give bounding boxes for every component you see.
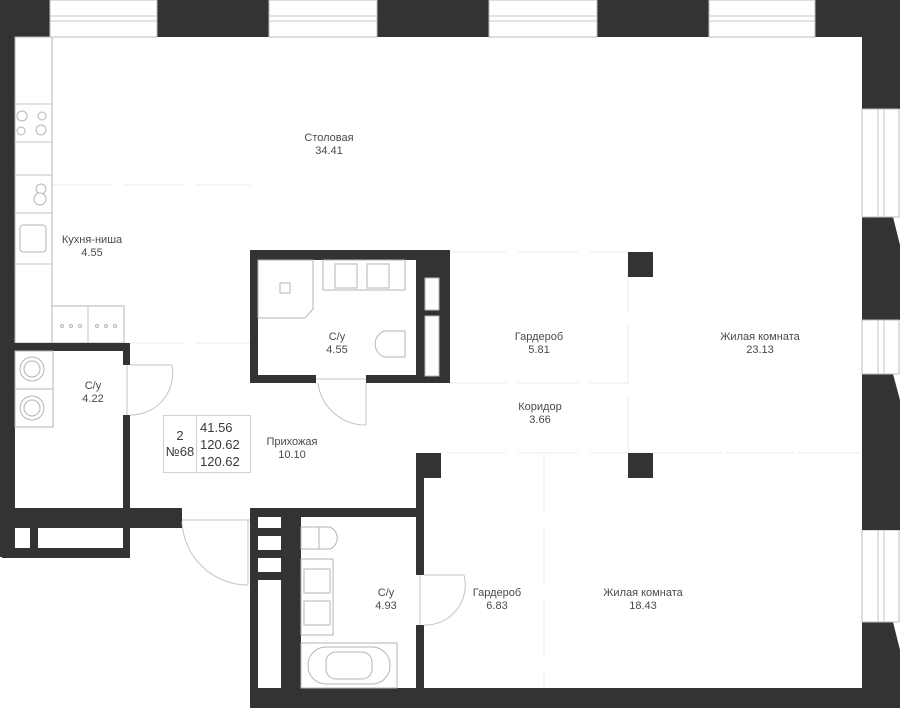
room-name: Гардероб bbox=[472, 587, 522, 599]
room-area: 23.13 bbox=[746, 344, 774, 356]
rooms-count: 2 bbox=[176, 428, 184, 443]
room-hall: Прихожая 10.10 bbox=[267, 436, 318, 462]
room-living-2: Жилая комната 18.43 bbox=[603, 587, 682, 613]
area-living: 41.56 bbox=[200, 419, 233, 435]
bathroom-left bbox=[2, 343, 182, 558]
entrance-door bbox=[181, 519, 250, 586]
room-name: Кухня-ниша bbox=[61, 234, 123, 246]
room-area: 18.43 bbox=[629, 600, 657, 612]
room-name: Прихожая bbox=[266, 436, 318, 448]
room-area: 34.41 bbox=[315, 145, 343, 157]
room-bathroom-center: С/у 4.55 bbox=[326, 331, 347, 357]
room-wardrobe-1: Гардероб 5.81 bbox=[515, 331, 563, 357]
area-total: 120.62 bbox=[200, 436, 240, 452]
room-name: С/у bbox=[328, 331, 346, 343]
room-bathroom-left: С/у 4.22 bbox=[82, 380, 103, 406]
room-name: Гардероб bbox=[514, 331, 564, 343]
apartment-info-box: 2 №68 41.56 120.62 120.62 bbox=[163, 415, 251, 473]
area-total-with-balcony: 120.62 bbox=[200, 453, 240, 469]
columns bbox=[416, 252, 653, 478]
room-name: Столовая bbox=[304, 132, 354, 144]
room-area: 4.22 bbox=[82, 393, 104, 405]
apartment-areas: 41.56 120.62 120.62 bbox=[197, 416, 250, 472]
kitchen-counter bbox=[14, 36, 125, 344]
room-name: Коридор bbox=[518, 401, 562, 413]
room-area: 5.81 bbox=[528, 344, 550, 356]
room-living-1: Жилая комната 23.13 bbox=[720, 331, 799, 357]
room-name: Жилая комната bbox=[603, 587, 683, 599]
room-area: 4.55 bbox=[81, 247, 103, 259]
room-area: 10.10 bbox=[278, 449, 306, 461]
room-name: Жилая комната bbox=[720, 331, 800, 343]
bathroom-bottom bbox=[250, 453, 472, 708]
windows bbox=[49, 0, 900, 623]
room-area: 3.66 bbox=[529, 414, 551, 426]
room-name: С/у bbox=[377, 587, 395, 599]
room-corridor: Коридор 3.66 bbox=[518, 401, 561, 427]
room-bathroom-bottom: С/у 4.93 bbox=[375, 587, 396, 613]
room-dining: Столовая 34.41 bbox=[304, 132, 353, 158]
bathroom-center bbox=[250, 250, 450, 426]
room-kitchen: Кухня-ниша 4.55 bbox=[62, 234, 122, 260]
room-area: 4.93 bbox=[375, 600, 397, 612]
room-wardrobe-2: Гардероб 6.83 bbox=[473, 587, 521, 613]
apartment-number: №68 bbox=[165, 444, 195, 459]
room-area: 6.83 bbox=[486, 600, 508, 612]
apartment-id: 2 №68 bbox=[164, 416, 197, 472]
room-name: С/у bbox=[84, 380, 102, 392]
room-area: 4.55 bbox=[326, 344, 348, 356]
